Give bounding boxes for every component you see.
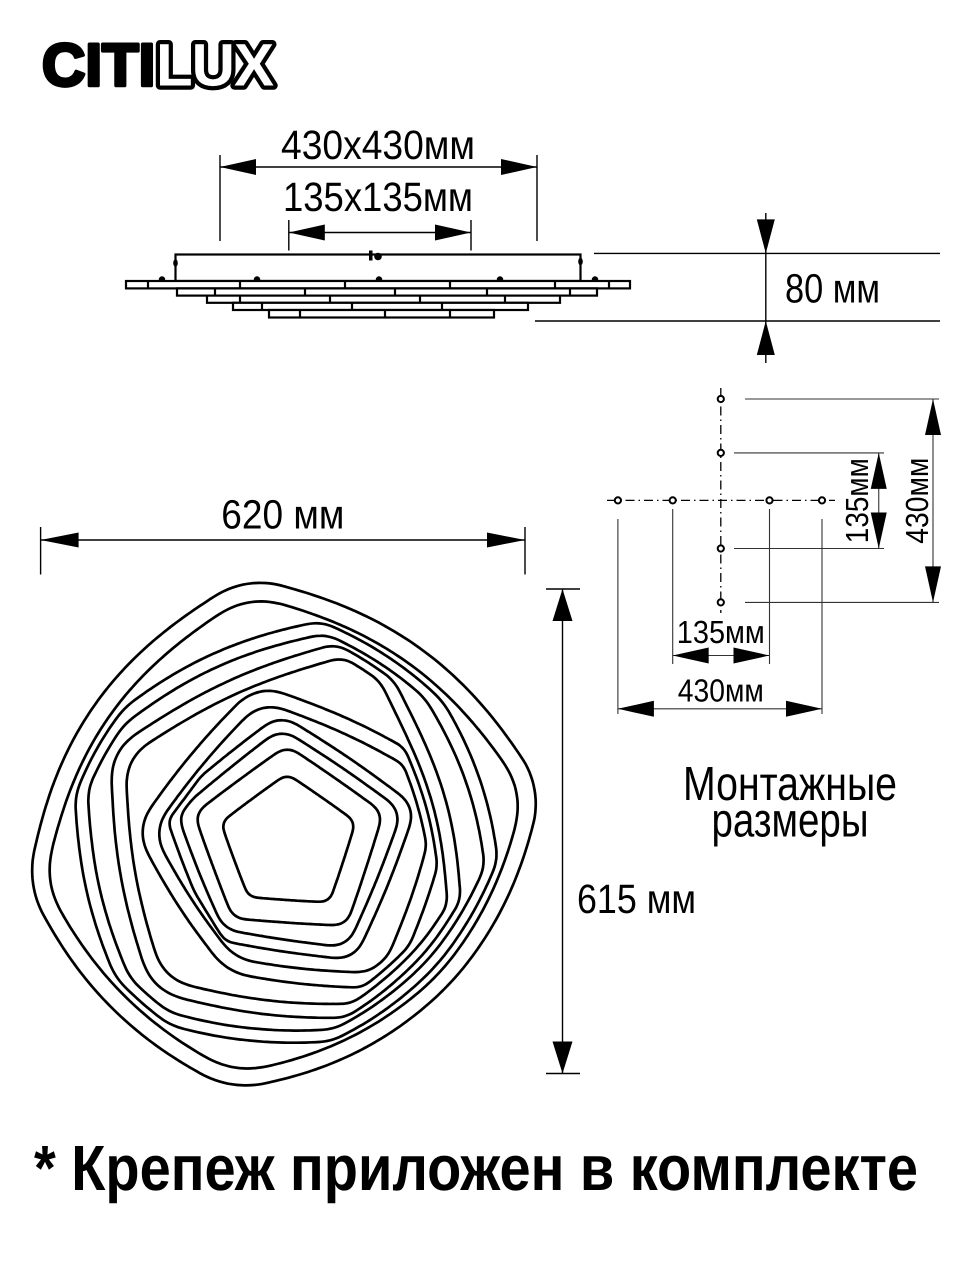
svg-text:430мм: 430мм: [899, 458, 935, 544]
svg-text:135мм: 135мм: [839, 458, 875, 543]
svg-text:LUX: LUX: [156, 32, 274, 99]
svg-text:размеры: размеры: [712, 795, 869, 848]
svg-text:80 мм: 80 мм: [785, 266, 880, 312]
svg-text:* Крепеж приложен в комплекте: * Крепеж приложен в комплекте: [34, 1132, 918, 1204]
svg-text:430мм: 430мм: [678, 672, 764, 708]
svg-text:135x135мм: 135x135мм: [283, 174, 473, 220]
svg-text:CITI: CITI: [42, 32, 155, 99]
svg-text:135мм: 135мм: [677, 614, 765, 650]
svg-text:430x430мм: 430x430мм: [281, 122, 475, 168]
svg-text:615 мм: 615 мм: [577, 876, 696, 922]
svg-text:620 мм: 620 мм: [221, 492, 344, 538]
svg-text:Монтажные: Монтажные: [683, 758, 897, 811]
svg-text:LUX: LUX: [156, 32, 274, 99]
